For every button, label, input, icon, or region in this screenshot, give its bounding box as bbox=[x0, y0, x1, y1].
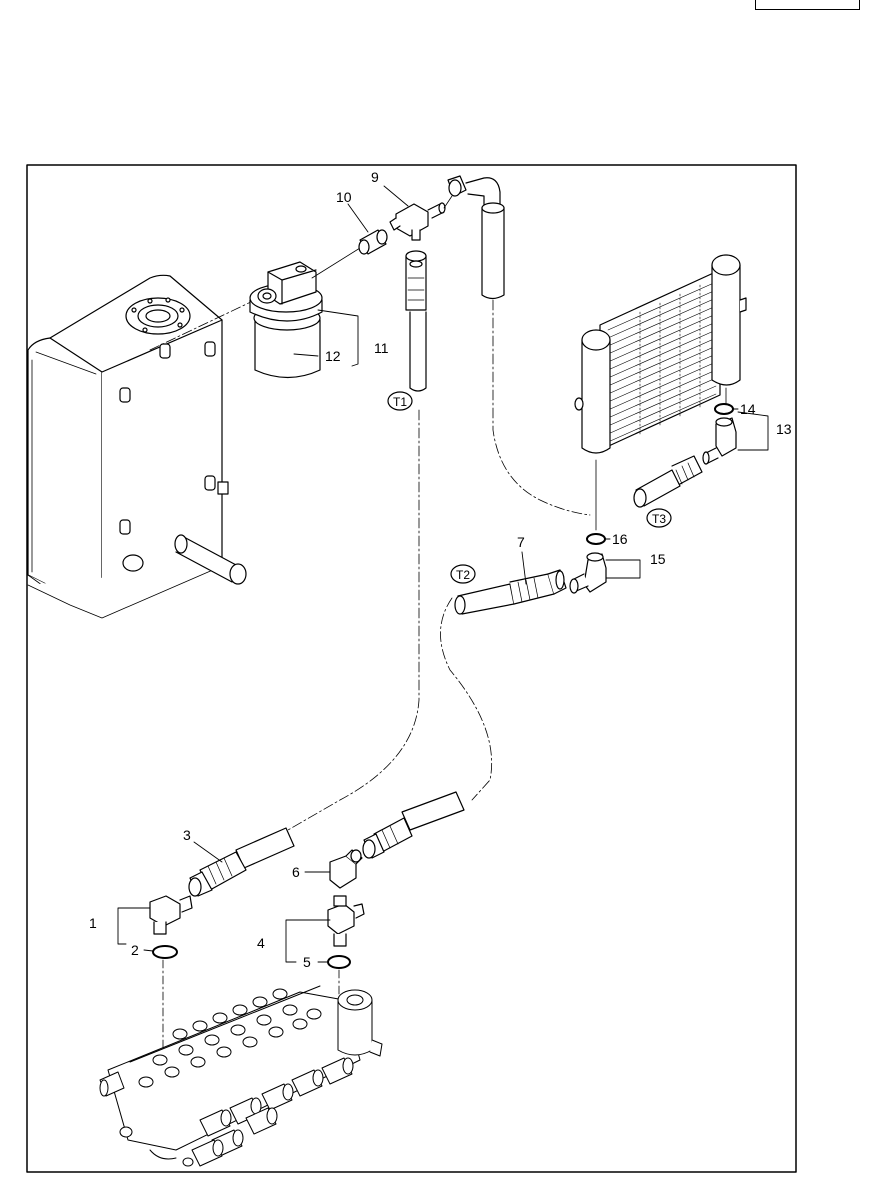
connection-tag-t3: T3 bbox=[646, 508, 672, 528]
connection-tag-t1-label: T1 bbox=[393, 395, 407, 409]
fitting-10 bbox=[359, 230, 387, 254]
o-ring-5 bbox=[327, 955, 351, 969]
callout-1: 1 bbox=[89, 915, 97, 931]
hose-t3 bbox=[634, 456, 702, 507]
hose-upper-bent bbox=[448, 176, 504, 299]
callout-6: 6 bbox=[292, 864, 300, 880]
hose-3 bbox=[189, 828, 294, 896]
dashed-hose-route-t2 bbox=[440, 597, 493, 801]
page-number-box bbox=[755, 0, 860, 10]
control-valve-block bbox=[100, 986, 382, 1166]
callout-5: 5 bbox=[303, 954, 311, 970]
callout-14: 14 bbox=[740, 401, 756, 417]
callout-leaders bbox=[117, 185, 769, 963]
hose-vertical-t1 bbox=[406, 251, 426, 391]
hose-7 bbox=[455, 570, 566, 614]
hose-lower-middle bbox=[363, 792, 464, 858]
callout-16: 16 bbox=[612, 531, 628, 547]
elbow-fitting-1 bbox=[150, 896, 192, 934]
elbow-fitting-15 bbox=[570, 553, 606, 593]
dashed-hose-route-t3 bbox=[492, 299, 591, 516]
connection-tag-t2: T2 bbox=[450, 564, 476, 584]
elbow-fitting-13 bbox=[703, 418, 736, 464]
leader-filter-fitting bbox=[311, 247, 361, 279]
callout-9: 9 bbox=[371, 169, 379, 185]
dashed-hose-route-t1 bbox=[287, 409, 420, 831]
elbow-fitting-6 bbox=[330, 850, 362, 888]
connection-tag-t2-label: T2 bbox=[456, 568, 470, 582]
callout-11: 11 bbox=[374, 340, 389, 356]
callout-3: 3 bbox=[183, 827, 191, 843]
tee-fitting-4 bbox=[328, 896, 364, 946]
callout-12: 12 bbox=[325, 348, 341, 364]
connection-tag-t1: T1 bbox=[387, 391, 413, 411]
leader-fitting9-hose bbox=[443, 195, 453, 209]
hydraulic-tank bbox=[28, 275, 246, 618]
callout-10: 10 bbox=[336, 189, 352, 205]
oil-cooler bbox=[575, 255, 746, 453]
diagram-frame bbox=[26, 164, 797, 1173]
leader-tank-filter bbox=[149, 299, 256, 351]
callout-13: 13 bbox=[776, 421, 792, 437]
callout-7: 7 bbox=[517, 534, 525, 550]
callout-2: 2 bbox=[131, 942, 139, 958]
connection-tag-t3-label: T3 bbox=[652, 512, 666, 526]
tee-fitting-9 bbox=[390, 203, 445, 240]
o-ring-16 bbox=[586, 533, 606, 545]
callout-15: 15 bbox=[650, 551, 666, 567]
o-ring-14 bbox=[714, 403, 734, 415]
callout-4: 4 bbox=[257, 935, 265, 951]
return-filter bbox=[250, 262, 322, 378]
o-ring-2 bbox=[152, 945, 178, 959]
callout-numbers: 10 9 11 12 13 14 15 16 7 3 6 1 2 4 5 bbox=[89, 169, 792, 970]
